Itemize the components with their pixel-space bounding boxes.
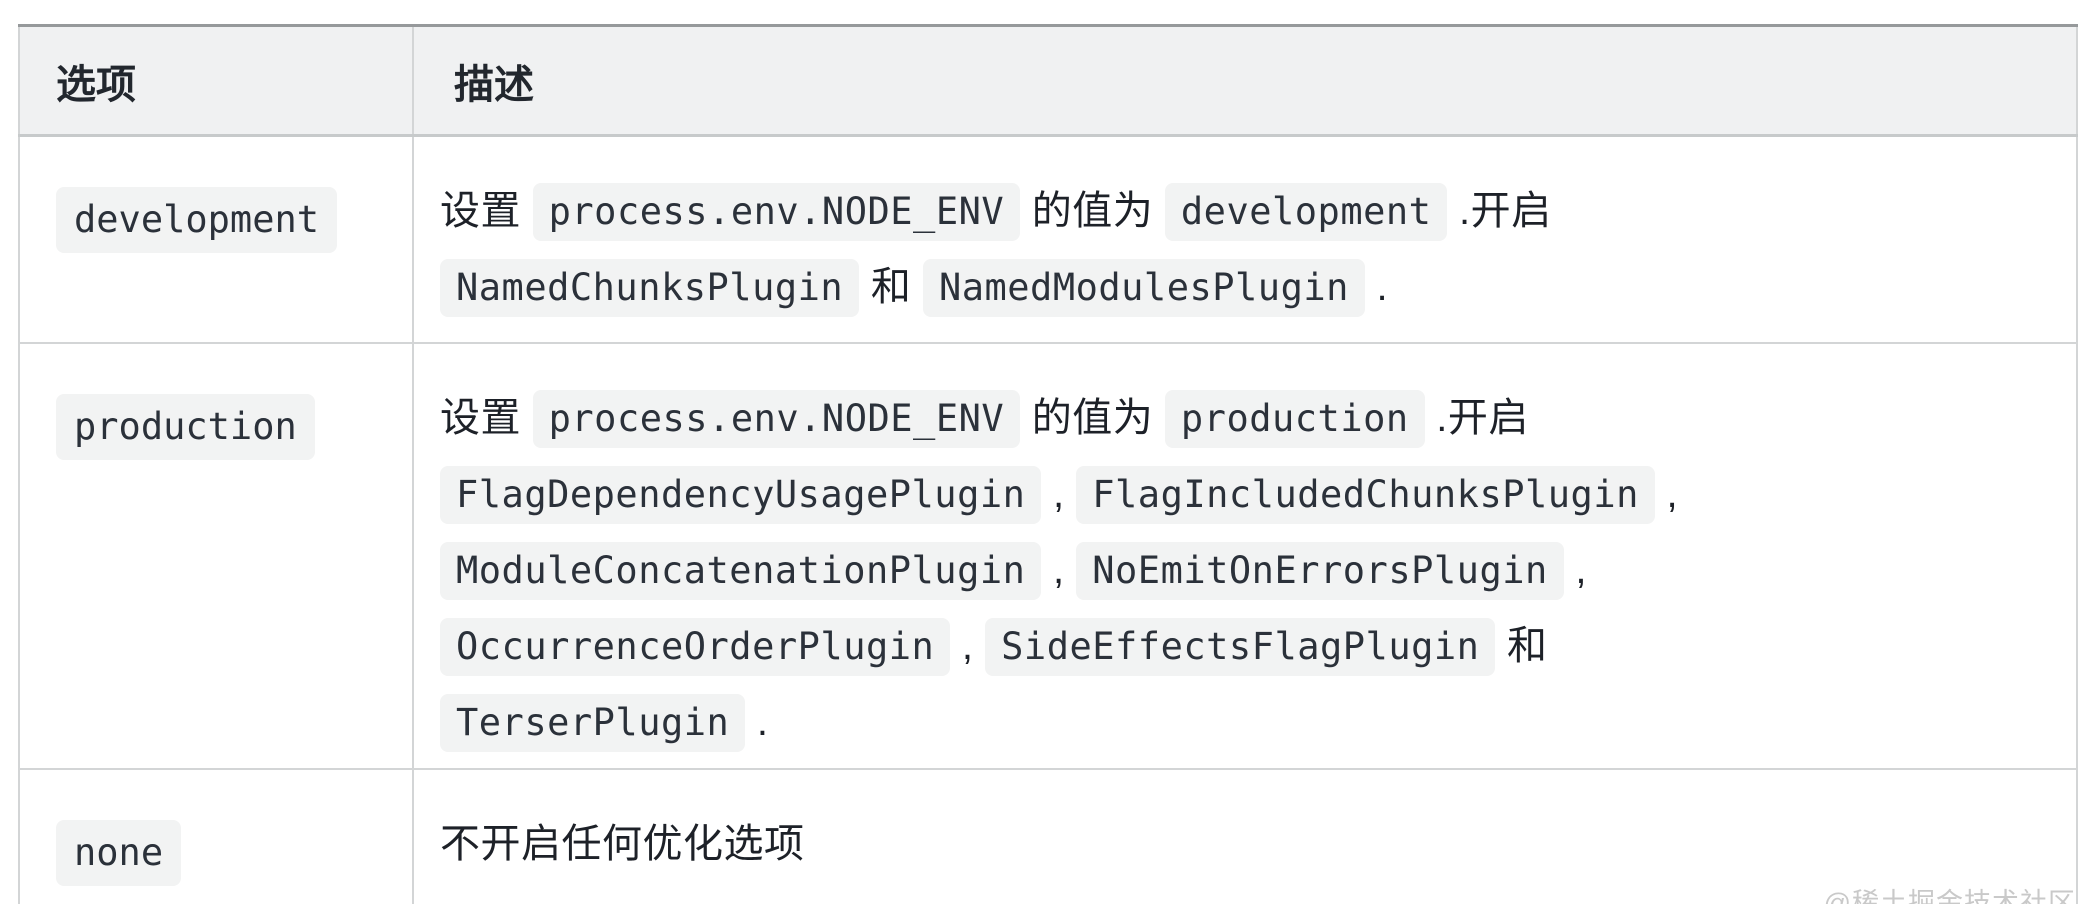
option-cell: production	[18, 341, 414, 770]
description-text: 的值为	[1020, 189, 1165, 233]
inline-code-chip: process.env.NODE_ENV	[532, 389, 1021, 448]
inline-code-chip: process.env.NODE_ENV	[532, 183, 1021, 241]
option-code-chip: none	[56, 819, 182, 886]
description-cell: 不开启任何优化选项	[412, 767, 2078, 904]
column-header-description: 描述	[412, 24, 2078, 137]
description-text: .	[1364, 265, 1389, 309]
inline-code-chip: production	[1164, 389, 1425, 448]
description-text: 不开启任何优化选项	[440, 821, 805, 866]
description-text: ,	[950, 623, 986, 668]
description-text: 的值为	[1020, 395, 1165, 440]
inline-code-chip: FlagDependencyUsagePlugin	[440, 465, 1042, 524]
description-content: 设置 process.env.NODE_ENV 的值为 development …	[440, 173, 2046, 325]
inline-code-chip: FlagIncludedChunksPlugin	[1076, 465, 1655, 524]
description-text: 设置	[440, 189, 533, 233]
description-text: ,	[1041, 471, 1077, 516]
inline-code-chip: development	[1164, 183, 1448, 241]
inline-code-chip: OccurrenceOrderPlugin	[440, 617, 951, 676]
watermark: @稀土掘金技术社区	[1823, 888, 2076, 904]
description-cell: 设置 process.env.NODE_ENV 的值为 development …	[412, 134, 2078, 344]
header-row: 选项 描述	[18, 24, 2078, 137]
description-text: ,	[1654, 471, 1679, 516]
description-text: .	[745, 699, 769, 744]
description-content: 不开启任何优化选项	[440, 806, 2046, 882]
description-text: 设置	[440, 395, 533, 440]
option-cell: development	[18, 134, 414, 344]
inline-code-chip: NamedChunksPlugin	[440, 259, 860, 317]
description-text: ,	[1041, 547, 1077, 592]
inline-code-chip: NoEmitOnErrorsPlugin	[1076, 541, 1564, 600]
option-code-chip: production	[56, 393, 315, 460]
option-cell: none	[18, 767, 414, 904]
option-code-chip: development	[56, 187, 338, 253]
description-text: ,	[1563, 547, 1588, 592]
inline-code-chip: ModuleConcatenationPlugin	[440, 541, 1042, 600]
description-text: 和	[1495, 623, 1548, 668]
description-text: .开启	[1424, 395, 1529, 440]
inline-code-chip: TerserPlugin	[440, 693, 746, 752]
inline-code-chip: NamedModulesPlugin	[922, 259, 1365, 317]
description-cell: 设置 process.env.NODE_ENV 的值为 production .…	[412, 341, 2078, 770]
description-text: 和	[859, 265, 923, 309]
column-header-option: 选项	[18, 24, 414, 137]
inline-code-chip: SideEffectsFlagPlugin	[985, 617, 1496, 676]
table-row: none 不开启任何优化选项	[18, 767, 2078, 904]
description-text: .开启	[1447, 189, 1552, 233]
description-content: 设置 process.env.NODE_ENV 的值为 production .…	[440, 380, 2046, 760]
table-header: 选项 描述	[18, 24, 2078, 137]
